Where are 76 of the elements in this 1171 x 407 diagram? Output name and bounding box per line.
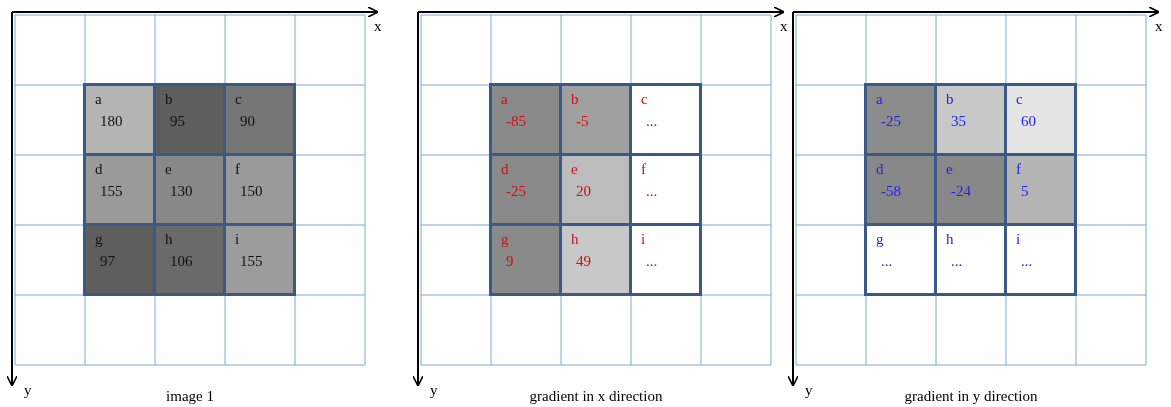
grid-cell	[223, 83, 296, 156]
cell-letter: a	[95, 91, 102, 108]
cell-value: 155	[240, 253, 263, 270]
cell-value: 20	[576, 183, 591, 200]
cell-value: -85	[506, 113, 526, 130]
grid-cell	[223, 223, 296, 296]
cell-value: ...	[646, 253, 658, 270]
cell-value: 97	[100, 253, 115, 270]
cell-letter: b	[165, 91, 173, 108]
caption: image 1	[166, 388, 214, 405]
cell-letter: a	[876, 91, 883, 108]
cell-value: -58	[881, 183, 901, 200]
cell-value: 180	[100, 113, 123, 130]
cell-letter: i	[641, 231, 646, 248]
cell-letter: f	[235, 161, 240, 178]
grid-cell	[489, 223, 562, 296]
cell-letter: e	[571, 161, 578, 178]
cell-value: ...	[646, 113, 658, 130]
axis-label: x	[1155, 18, 1163, 35]
grid-cell	[83, 223, 156, 296]
cell-value: 130	[170, 183, 193, 200]
cell-value: 155	[100, 183, 123, 200]
cell-letter: d	[501, 161, 509, 178]
cell-value: -25	[506, 183, 526, 200]
grid-cell	[559, 223, 632, 296]
cell-letter: c	[641, 91, 648, 108]
grid-cell	[629, 223, 702, 296]
cell-value: -25	[881, 113, 901, 130]
cell-letter: i	[1016, 231, 1021, 248]
cell-value: 90	[240, 113, 255, 130]
cell-letter: h	[165, 231, 173, 248]
cell-letter: a	[501, 91, 508, 108]
cell-value: ...	[881, 253, 893, 270]
cell-value: 95	[170, 113, 185, 130]
cell-value: 60	[1021, 113, 1036, 130]
cell-letter: f	[641, 161, 646, 178]
cell-value: -5	[576, 113, 589, 130]
grid-cell	[153, 223, 226, 296]
grid-cell	[1004, 83, 1077, 156]
cell-letter: g	[95, 231, 103, 248]
axis-label: y	[430, 382, 438, 399]
cell-letter: c	[235, 91, 242, 108]
cell-value: 49	[576, 253, 591, 270]
cell-letter: h	[946, 231, 954, 248]
cell-letter: f	[1016, 161, 1021, 178]
cell-letter: h	[571, 231, 579, 248]
grid-cell	[223, 153, 296, 226]
axis-label: x	[374, 18, 382, 35]
cell-letter: e	[165, 161, 172, 178]
cell-value: 9	[506, 253, 514, 270]
cell-value: 35	[951, 113, 966, 130]
cell-letter: g	[876, 231, 884, 248]
cell-letter: i	[235, 231, 240, 248]
cell-value: ...	[646, 183, 658, 200]
grid-cell	[1004, 153, 1077, 226]
grid-cell	[1004, 223, 1077, 296]
cell-value: 5	[1021, 183, 1029, 200]
axis-label: y	[805, 382, 813, 399]
cell-value: 106	[170, 253, 193, 270]
cell-letter: d	[876, 161, 884, 178]
cell-letter: d	[95, 161, 103, 178]
grid-cell	[864, 223, 937, 296]
cell-letter: g	[501, 231, 509, 248]
cell-value: ...	[1021, 253, 1033, 270]
caption: gradient in x direction	[529, 388, 663, 405]
cell-letter: e	[946, 161, 953, 178]
cell-letter: b	[571, 91, 579, 108]
cell-letter: c	[1016, 91, 1023, 108]
cell-letter: b	[946, 91, 954, 108]
axis-label: x	[780, 18, 788, 35]
grid-cell	[629, 83, 702, 156]
caption: gradient in y direction	[904, 388, 1038, 405]
cell-value: 150	[240, 183, 263, 200]
cell-value: ...	[951, 253, 963, 270]
axis-label: y	[24, 382, 32, 399]
cell-value: -24	[951, 183, 971, 200]
